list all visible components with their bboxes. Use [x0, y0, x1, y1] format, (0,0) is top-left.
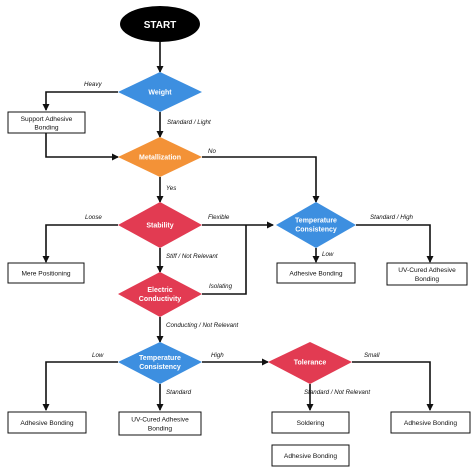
edge-metallization-temp-right: [202, 156, 320, 203]
decision-tolerance-shape: [268, 342, 352, 384]
decision-electric-label-1: Electric: [147, 287, 172, 294]
box-adhesive-left-shape: [7, 411, 87, 434]
edge-label-stiff: Stiff / Not Relevant: [166, 253, 218, 260]
edge-label-standard-light: Standard / Light: [167, 119, 211, 126]
edge-label-standard-high: Standard / High: [370, 214, 414, 221]
box-uv-right-label-1: UV-Cured Adhesive: [398, 267, 456, 274]
box-adhesive-left-label: Adhesive Bonding: [20, 420, 73, 427]
box-adhesive-tol-label: Adhesive Bonding: [404, 420, 457, 427]
edge-label-isolating: Isolating: [209, 283, 233, 290]
box-support-label-1: Support Adhesive: [21, 116, 73, 123]
decision-electric-label-2: Conductivity: [139, 296, 181, 303]
decision-tolerance-label: Tolerance: [294, 360, 327, 367]
box-adhesive-left: Adhesive Bonding: [7, 411, 87, 434]
decision-electric-shape: [118, 272, 202, 317]
box-adhesive-mid: Adhesive Bonding: [276, 262, 356, 284]
edge-label-low-right: Low: [322, 251, 334, 258]
box-uv-left-label-1: UV-Cured Adhesive: [131, 417, 189, 424]
edge-label-low-left: Low: [92, 352, 104, 359]
edge-support-metallization: [45, 133, 119, 161]
edge-label-heavy: Heavy: [84, 81, 102, 88]
edge-label-standard: Standard: [166, 389, 192, 396]
box-uv-left: UV-Cured Adhesive Bonding: [118, 411, 202, 436]
box-uv-right-label-2: Bonding: [415, 276, 440, 283]
box-support-shape: [7, 111, 86, 134]
edge-tolerance-adhesive: [352, 361, 434, 411]
edge-label-standard-not-relevant: Standard / Not Relevant: [304, 389, 370, 396]
box-adhesive-bottom-shape: [271, 444, 350, 467]
box-uv-left-label-2: Bonding: [148, 426, 173, 433]
edge-stability-mere: [42, 224, 118, 263]
edge-label-flexible: Flexible: [208, 214, 230, 221]
box-uv-left-shape: [118, 411, 202, 436]
box-mere-positioning: Mere Positioning: [7, 262, 85, 284]
edge-label-high: High: [211, 352, 224, 359]
decision-weight: Weight: [118, 72, 202, 112]
decision-temp-left-shape: [118, 342, 202, 384]
decision-metallization: Metallization: [118, 137, 202, 177]
edge-label-yes: Yes: [166, 185, 176, 192]
decision-tolerance: Tolerance: [268, 342, 352, 384]
start-label: START: [144, 20, 177, 31]
box-soldering-shape: [271, 411, 350, 434]
decision-temp-left: Temperature Consistency: [118, 342, 202, 384]
box-uv-right: UV-Cured Adhesive Bonding: [386, 262, 468, 286]
connectors: [42, 42, 434, 411]
decision-stability: Stability: [118, 202, 202, 248]
decision-temp-left-label-1: Temperature: [139, 355, 181, 362]
box-support-label-2: Bonding: [34, 125, 59, 132]
decision-metallization-label: Metallization: [139, 155, 181, 162]
start-shape: [120, 6, 200, 42]
start-node: START: [120, 6, 200, 42]
decision-weight-label: Weight: [148, 90, 172, 97]
decision-electric-conductivity: Electric Conductivity: [118, 272, 202, 317]
box-adhesive-mid-shape: [276, 262, 356, 284]
box-adhesive-tolerance: Adhesive Bonding: [390, 411, 471, 434]
edge-label-small: Small: [364, 352, 380, 359]
decision-temp-right-shape: [276, 202, 356, 248]
edge-weight-support: [42, 91, 118, 111]
box-adhesive-bottom-label: Adhesive Bonding: [284, 453, 337, 460]
edge-label-loose: Loose: [85, 214, 102, 221]
box-adhesive-bottom: Adhesive Bonding: [271, 444, 350, 467]
edge-temp-left-adhesive: [42, 361, 118, 411]
box-support-adhesive: Support Adhesive Bonding: [7, 111, 86, 134]
decision-stability-label: Stability: [146, 223, 173, 230]
decision-temp-right-label-2: Consistency: [295, 227, 337, 234]
box-uv-right-shape: [386, 262, 468, 286]
decision-stability-shape: [118, 202, 202, 248]
box-adhesive-mid-label: Adhesive Bonding: [289, 271, 342, 278]
box-soldering: Soldering: [271, 411, 350, 434]
box-adhesive-tol-shape: [390, 411, 471, 434]
decision-temp-left-label-2: Consistency: [139, 364, 181, 371]
box-mere-shape: [7, 262, 85, 284]
box-soldering-label: Soldering: [297, 420, 325, 427]
decision-metallization-shape: [118, 137, 202, 177]
decision-weight-shape: [118, 72, 202, 112]
box-mere-label: Mere Positioning: [21, 271, 70, 278]
edge-labels: Heavy Standard / Light No Yes Loose Flex…: [84, 81, 414, 396]
decision-temp-right-label-1: Temperature: [295, 218, 337, 225]
edge-label-no: No: [208, 148, 216, 155]
edge-electric-temp-right: [202, 225, 247, 295]
edge-temp-right-uv: [356, 224, 434, 263]
decision-temp-right: Temperature Consistency: [276, 202, 356, 248]
edge-label-conducting: Conducting / Not Relevant: [166, 322, 239, 329]
